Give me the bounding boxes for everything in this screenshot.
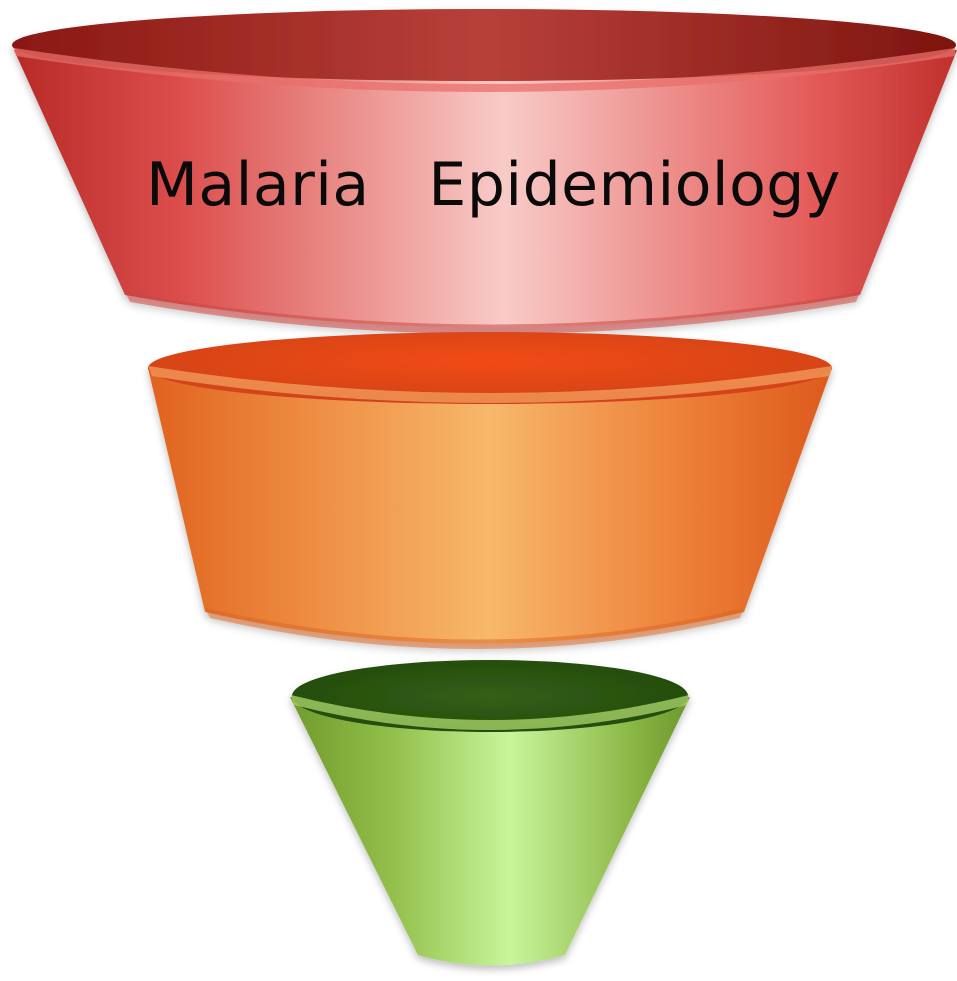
tier-top-label: Malaria Epidemiology	[0, 150, 957, 220]
funnel-tier-middle	[148, 332, 832, 649]
tier-bottom-body	[290, 697, 690, 966]
funnel-tier-bottom	[290, 660, 690, 966]
tier-middle-body	[148, 368, 832, 644]
